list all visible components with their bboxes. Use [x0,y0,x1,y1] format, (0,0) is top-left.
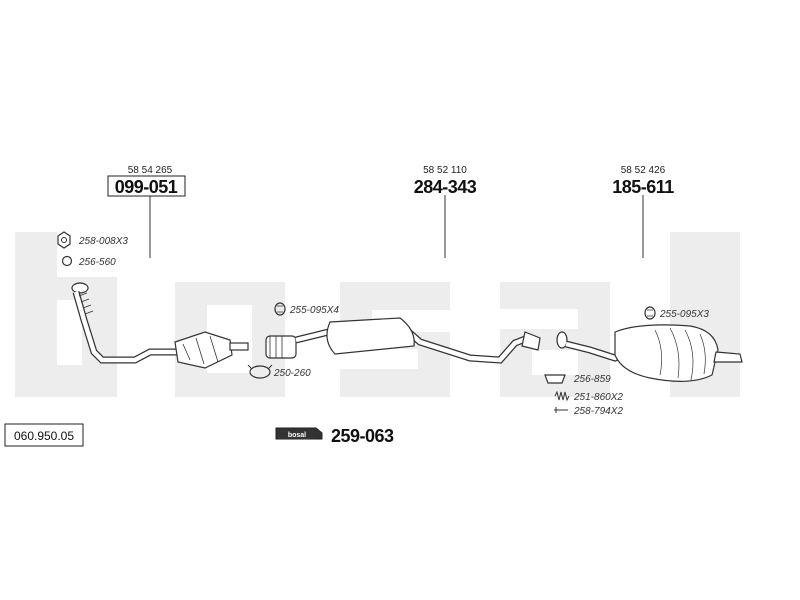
front-pipe-flex-section [78,292,94,315]
middle-silencer-part-number: 284-343 [414,177,477,197]
spring-accessory[interactable]: 251-860X2 [554,390,623,403]
front-pipe-part-number: 099-051 [115,177,178,197]
band-clamp-icon [249,365,271,379]
diagram-reference-number: 060.950.05 [14,429,74,443]
rear-silencer-callout[interactable]: 58 52 426 185-611 [612,165,675,197]
clamp-mid-accessory[interactable]: 255-095X4 [274,302,339,316]
middle-silencer-body [326,317,415,355]
nut-part-number: 258-008X3 [78,236,128,247]
rear-silencer-contour [654,327,706,381]
front-pipe-outlet [229,342,249,351]
middle-silencer-oe-number: 58 52 110 [423,165,467,176]
gasket-accessory[interactable]: 256-859 [544,374,611,385]
gasket-part-number: 256-859 [573,374,611,385]
front-pipe-part-box [107,175,186,197]
diagram-reference-box [4,423,84,447]
middle-pipe-inlet [265,335,297,359]
bolt-icon [554,407,568,413]
gasket-icon [544,374,566,384]
rear-silencer-part-number: 185-611 [612,177,674,197]
middle-silencer-callout[interactable]: 58 52 110 284-343 [414,165,478,197]
clamp-rear-icon [644,306,656,320]
rear-silencer-oe-number: 58 52 426 [621,165,666,176]
nut-icon [57,231,71,249]
spring-icon [554,390,570,402]
clamp-icon-detail [277,305,283,313]
clamp-mid-part-number: 255-095X4 [289,305,339,316]
middle-pipe-flange [521,331,541,351]
catalytic-converter-detail [182,335,219,365]
mounting-kit[interactable]: bosal 259-063 [275,426,395,446]
front-pipe-callout[interactable]: 58 54 265 099-051 [107,165,186,197]
kit-logo-text: bosal [288,432,306,439]
nut-hole [61,237,67,243]
band-clamp-icon-detail [247,364,273,370]
clamp-band-accessory[interactable]: 250-260 [247,364,311,379]
clamp-icon [274,302,286,316]
clamp-band-part-number: 250-260 [273,368,311,379]
clamp-rear-icon-detail [647,309,653,317]
rear-silencer-body [614,324,719,382]
rear-silencer-part[interactable] [556,324,743,382]
bolt-part-number: 258-794X2 [573,406,623,417]
nut-accessory[interactable]: 258-008X3 [57,231,128,249]
tail-pipe [713,351,743,363]
ring-part-number: 256-560 [78,257,116,268]
ring-icon [61,255,73,267]
kit-part-number: 259-063 [331,426,394,446]
clamp-rear-part-number: 255-095X3 [659,309,709,320]
bolt-accessory[interactable]: 258-794X2 [554,406,623,417]
diagram-reference: 060.950.05 [4,423,84,447]
clamp-rear-accessory[interactable]: 255-095X3 [644,306,709,320]
rear-silencer-flange [556,331,568,349]
middle-silencer-part[interactable] [265,317,541,364]
front-pipe-tube [73,291,180,363]
spring-part-number: 251-860X2 [573,392,623,403]
ring-accessory[interactable]: 256-560 [61,255,117,269]
front-pipe-oe-number: 58 54 265 [128,165,173,176]
middle-pipe-inlet-detail [269,336,283,358]
front-pipe-flange [71,282,89,294]
front-pipe-part[interactable] [71,282,249,369]
kit-logo-plate [279,430,315,439]
